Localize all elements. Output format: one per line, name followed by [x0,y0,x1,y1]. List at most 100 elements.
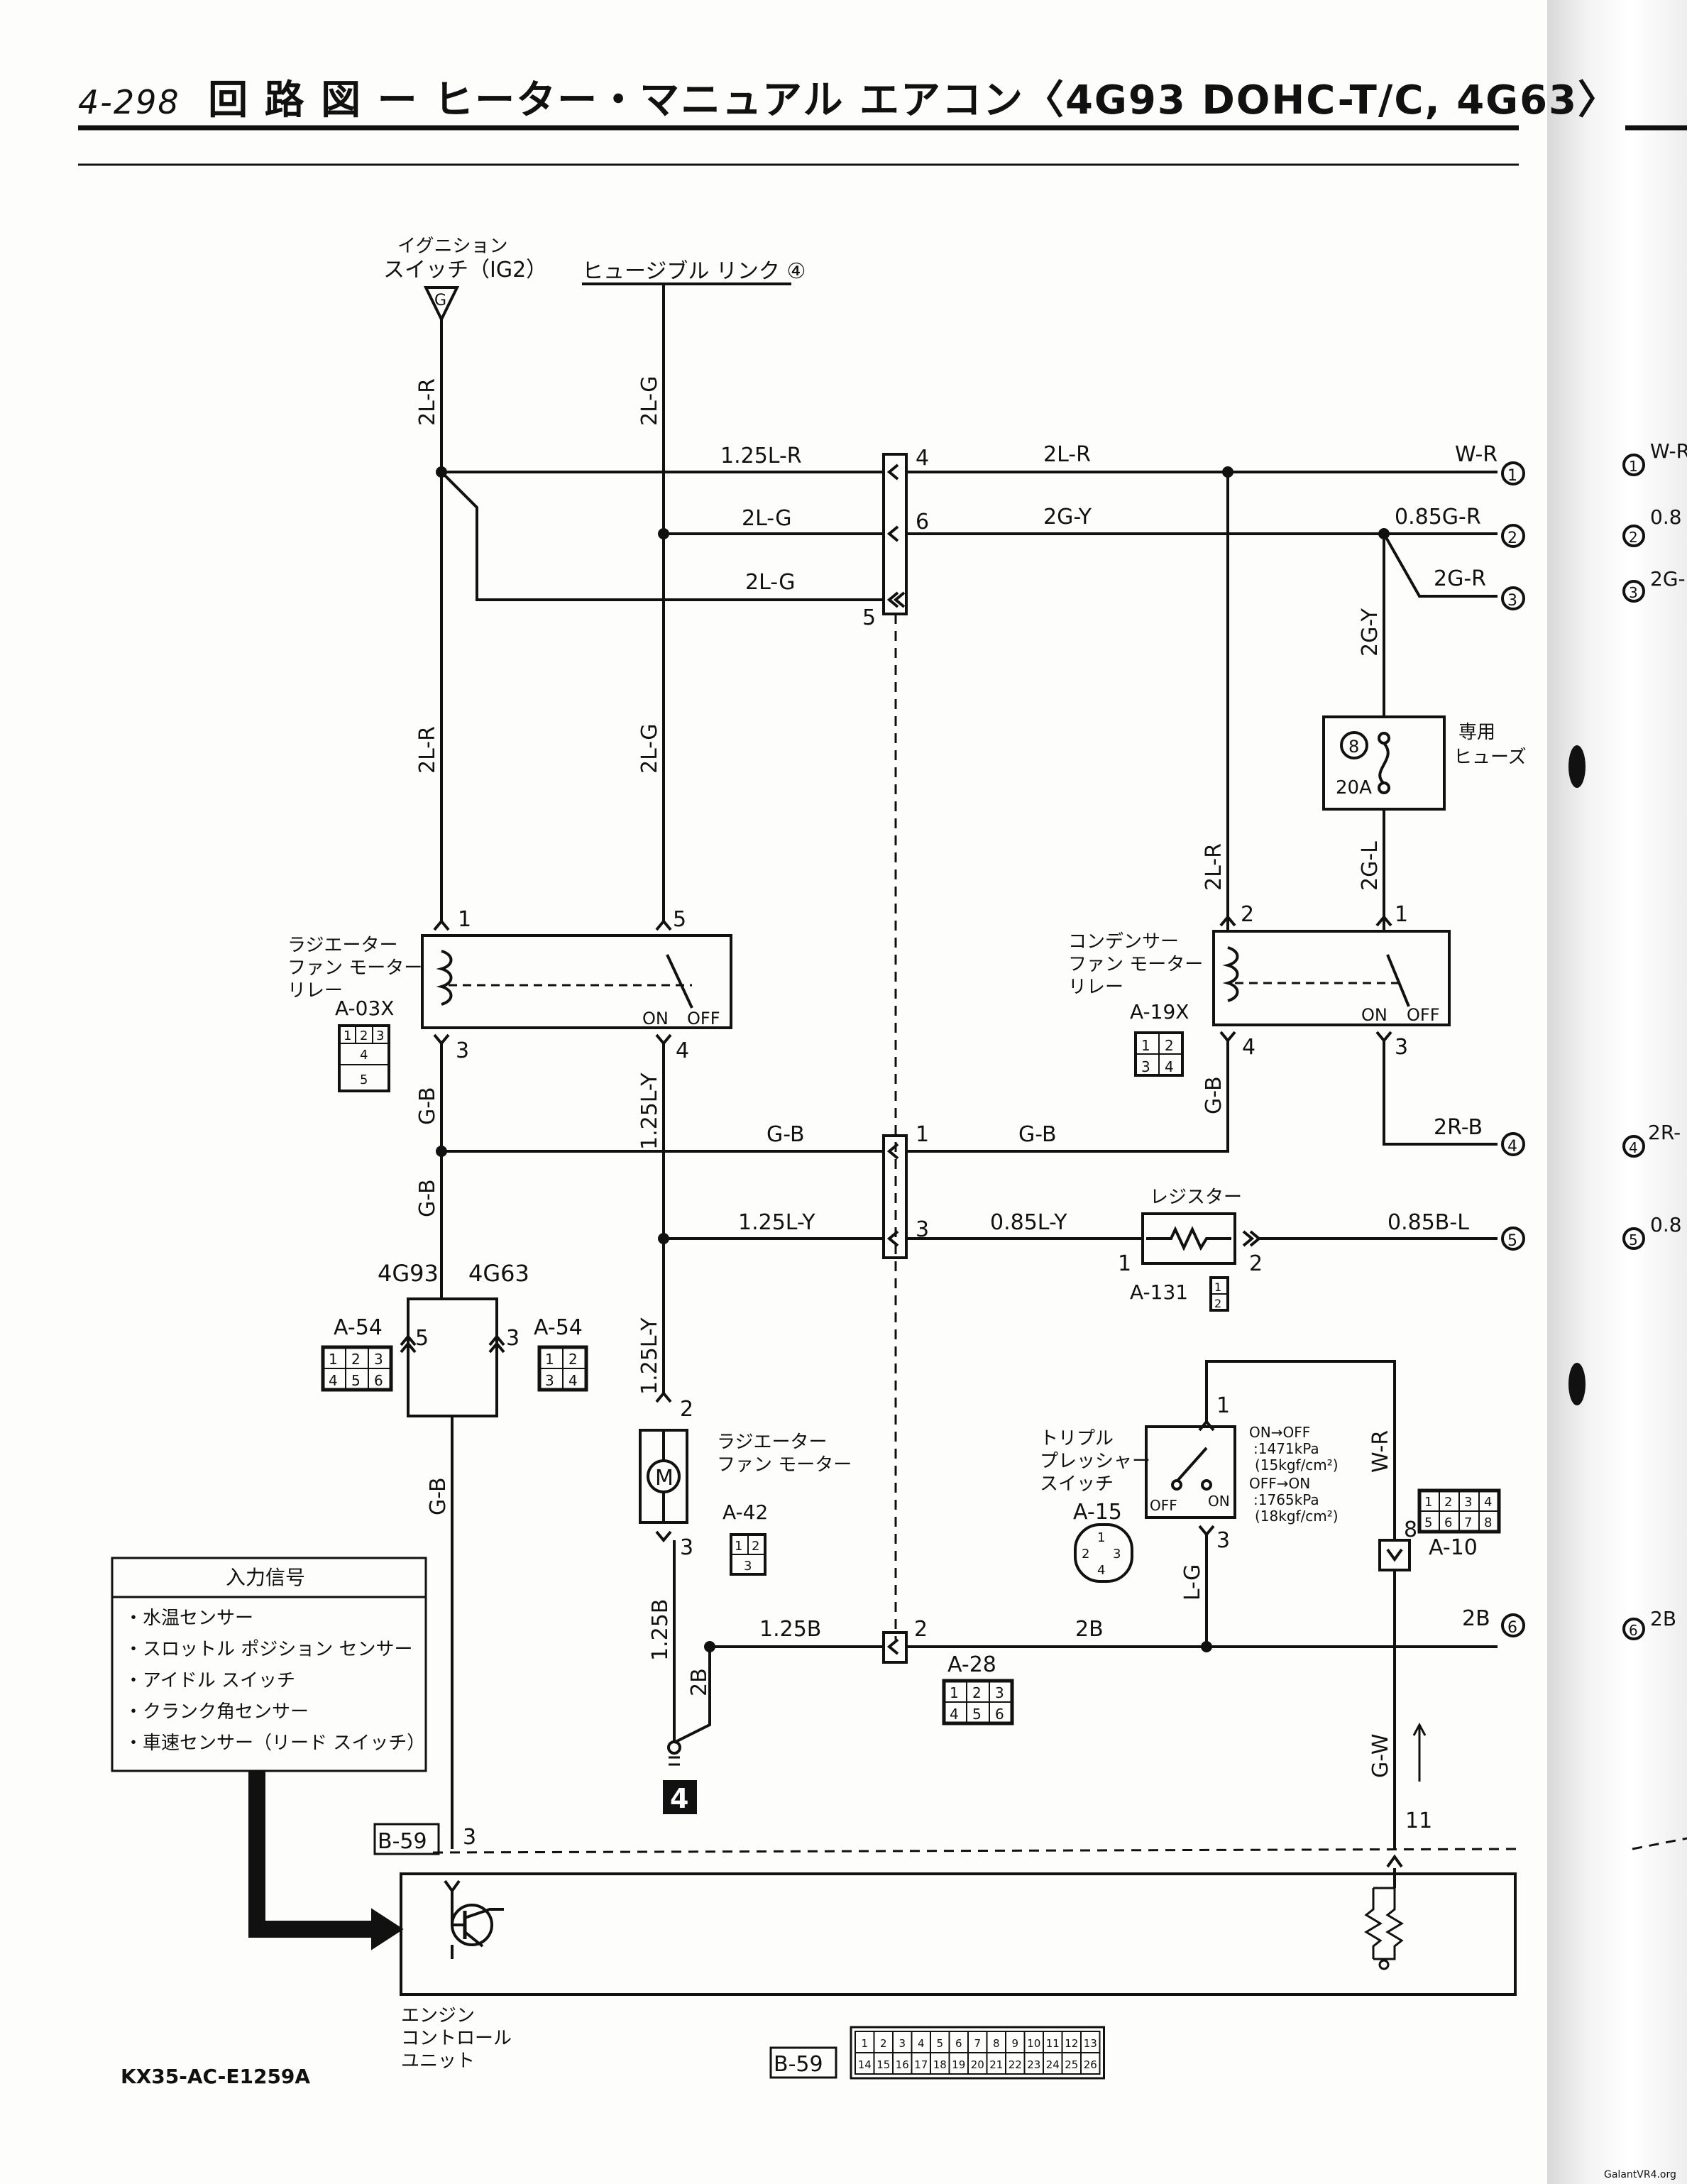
wire-ig-to-pin5 [440,471,884,601]
ground-number-box [663,1780,697,1814]
wire-label-2GR: 2G-R [1434,566,1486,591]
pressure-spec-4: OFF→ON [1249,1475,1310,1492]
a42-pin1: 1 [735,1539,742,1554]
right-terminal-3-ring [1622,580,1645,603]
rad-relay-pin5: 5 [673,907,686,932]
resistor-pin2: 2 [1249,1251,1263,1276]
pin-arrow-4 [886,463,899,481]
pressure-spec-6: (18kgf/cm²) [1255,1508,1339,1525]
terminal-3-ring [1501,586,1525,610]
resistor-box [1141,1212,1236,1265]
pressure-spec-3: (15kgf/cm²) [1255,1456,1339,1474]
pressure-label-2: プレッシャー [1040,1451,1150,1472]
rad-relay-label-1: ラジエーター [287,935,397,956]
mid-pin-arrow-1 [886,1143,899,1160]
pressure-contact-off [1171,1479,1182,1491]
rad-relay-pin4: 4 [676,1038,689,1063]
wire-label-2LG-mid: 2L-G [637,724,662,774]
rad-relay-on: ON [642,1009,669,1028]
a131-pin1: 1 [1214,1280,1221,1294]
b59-pin-number: 10 [1027,2037,1040,2050]
terminal-3: 3 [1507,592,1517,610]
rad-relay-arrow-3 [433,1033,450,1046]
wire-label-2GL: 2G-L [1358,841,1383,891]
mid-pin-arrow-3 [886,1230,899,1247]
right-terminal-1-ring [1622,454,1645,476]
cond-relay-coil [1222,946,1239,1002]
page-title: 回 路 図 ー ヒーター・マニュアル エアコン〈4G93 DOHC-T/C, 4… [208,77,1620,124]
wire-label-085GR: 0.85G-R [1395,505,1481,529]
pressure-id: A-15 [1073,1500,1122,1525]
a15-pin4: 4 [1097,1563,1105,1578]
a54-4-pin3: 3 [545,1372,554,1389]
input-signal-item-4: ・クランク角センサー [124,1701,309,1723]
right-page-dashed [1632,1837,1687,1850]
wire-label-WR-v: W-R [1368,1430,1393,1473]
pressure-spec-2: :1471kPa [1253,1440,1319,1457]
ecu-in-arrow-11 [1386,1854,1403,1868]
input-signal-arrowhead [371,1908,404,1950]
input-signal-item-3: ・アイドル スイッチ [124,1670,295,1691]
pin-4-top: 4 [916,446,929,471]
a28-connector-face [942,1679,1014,1725]
variant-4G63: 4G63 [468,1260,529,1287]
a54-arrow-3 [488,1334,505,1354]
cond-relay-box [1212,930,1451,1026]
wire-label-GB-h2: G-B [1018,1122,1057,1147]
input-signal-item-1: ・水温センサー [124,1608,253,1629]
pin-arrow-6 [886,525,899,542]
wire-label-125LY-v2: 1.25L-Y [637,1317,662,1395]
right-terminal-4-ring [1622,1135,1645,1158]
ecu-transistor-collector [464,1908,504,1919]
b59-tag-bottom: B-59 [774,2052,823,2077]
b59-pin-number: 6 [955,2037,962,2050]
cond-relay-on: ON [1361,1005,1387,1025]
right-terminal-3: 3 [1629,584,1638,601]
wire-label-WR: W-R [1455,442,1498,467]
b59-tag-box-top [373,1823,440,1855]
pin-5-top: 5 [862,605,876,630]
a54-6-pin6: 6 [374,1372,383,1389]
a19x-pin3: 3 [1141,1058,1150,1075]
a54-4-pin4: 4 [568,1372,578,1389]
fuse-contact-top [1378,732,1390,745]
pressure-arrow-3 [1198,1525,1215,1537]
wire-label-2B-h: 2B [1075,1617,1104,1642]
wire-label-2B-term: 2B [1462,1606,1490,1631]
fuse-label-1: 専用 [1458,722,1495,743]
b59-pin-number: 23 [1027,2058,1040,2071]
cond-relay-label-3: リレー [1068,977,1123,998]
cond-relay-pin3: 3 [1395,1035,1408,1060]
ignition-label-1: イグニション [397,236,507,257]
terminal-1-ring [1501,461,1525,485]
bottom-pin2: 2 [914,1617,928,1642]
a54-4-pin1: 1 [545,1351,554,1368]
pressure-label-1: トリプル [1040,1428,1114,1449]
pressure-off: OFF [1150,1497,1177,1514]
wire-label-LG: L-G [1180,1564,1205,1601]
right-wire-2G: 2G- [1650,567,1686,591]
a10-pin6: 6 [1444,1515,1452,1530]
cond-relay-label-2: ファン モーター [1068,954,1203,975]
a19x-pin2: 2 [1165,1037,1174,1054]
bottom-pin-arrow-2 [886,1638,899,1655]
input-signal-item-2: ・スロットル ポジション センサー [124,1639,413,1660]
a54-4-pin2: 2 [568,1351,578,1368]
wire-label-085BL: 0.85B-L [1387,1210,1469,1235]
a03x-connector-face [338,1024,390,1092]
b59-pin-number: 2 [880,2037,887,2050]
ground-number: 4 [670,1783,688,1814]
ecu-ground-ring [1378,1959,1390,1970]
rad-relay-id: A-03X [335,997,394,1020]
a42-pin3: 3 [744,1559,752,1574]
ecu-label-1: エンジン [401,2005,475,2026]
motor-pin3: 3 [680,1535,693,1560]
wire-2GR [1383,533,1498,598]
input-signal-title: 入力信号 [226,1566,305,1589]
resistor-id: A-131 [1130,1280,1188,1304]
pressure-switch-box [1145,1425,1236,1519]
fuse-number: 8 [1348,737,1359,757]
page-header: 4-298 回 路 図 ー ヒーター・マニュアル エアコン〈4G93 DOHC-… [78,68,1619,126]
